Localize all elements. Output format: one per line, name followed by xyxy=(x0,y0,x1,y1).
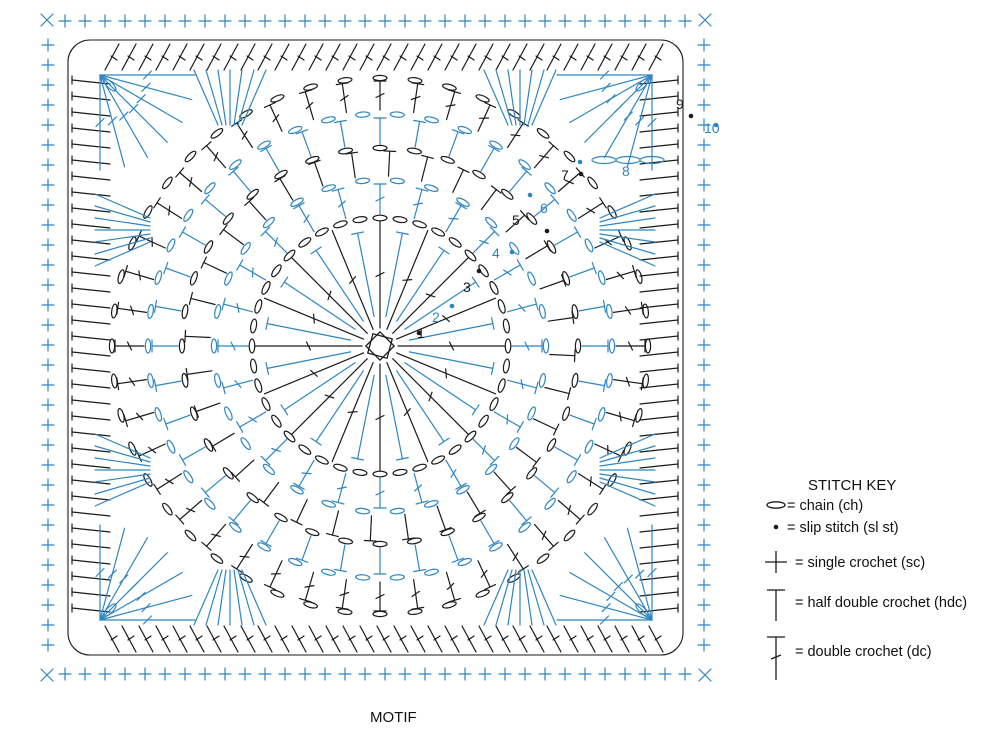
key-label-half-double-crochet: = half double crochet (hdc) xyxy=(795,595,967,611)
key-label-slip-stitch: = slip stitch (sl st) xyxy=(787,520,899,536)
stitch-key-title: STITCH KEY xyxy=(808,477,896,494)
slip-stitch-marker xyxy=(688,113,694,119)
half-double-crochet-icon xyxy=(767,589,785,621)
round-label: 5 xyxy=(512,212,520,228)
chain-icon xyxy=(766,501,786,509)
round-label: 10 xyxy=(704,120,720,136)
key-label-double-crochet: = double crochet (dc) xyxy=(795,644,932,660)
single-crochet-icon xyxy=(765,551,787,573)
slip-stitch-marker xyxy=(544,228,550,234)
slip-stitch-marker xyxy=(713,122,719,128)
motif-caption: MOTIF xyxy=(370,709,417,726)
round-label: 8 xyxy=(622,163,630,179)
round-label: 2 xyxy=(432,309,440,325)
slip-stitch-marker xyxy=(416,330,422,336)
slip-stitch-marker xyxy=(578,171,584,177)
slip-stitch-icon xyxy=(773,524,779,530)
round-labels: 12 3 4 5 6 7 8 9 10 xyxy=(416,96,720,341)
round-label: 4 xyxy=(492,245,500,261)
round-label: 9 xyxy=(676,96,684,112)
round-label: 6 xyxy=(540,200,548,216)
double-crochet-icon xyxy=(767,636,785,680)
slip-stitch-marker xyxy=(527,192,533,198)
motif-diagram xyxy=(40,13,712,682)
round-label: 1 xyxy=(417,325,425,341)
slip-stitch-marker xyxy=(476,268,482,274)
round-label: 3 xyxy=(463,279,471,295)
stitch-key: STITCH KEY = chain (ch) = slip stitch (s… xyxy=(765,477,967,680)
slip-stitch-marker xyxy=(509,249,515,255)
slip-stitch-marker xyxy=(449,303,455,309)
key-label-single-crochet: = single crochet (sc) xyxy=(795,555,925,571)
slip-stitch-marker xyxy=(577,159,583,165)
key-label-chain: = chain (ch) xyxy=(787,498,863,514)
round-label: 7 xyxy=(561,167,569,183)
